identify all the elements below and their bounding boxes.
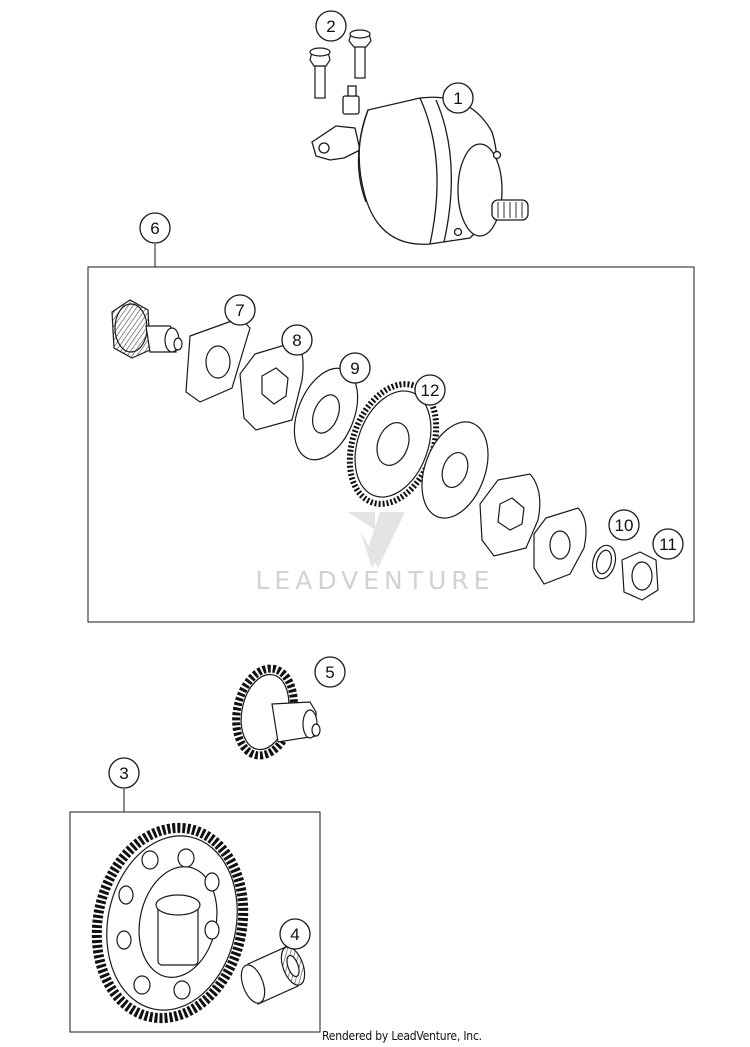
- svg-text:9: 9: [350, 359, 359, 378]
- part-7-washer: [185, 317, 251, 403]
- svg-text:11: 11: [659, 535, 677, 554]
- watermark-text: LEADVENTURE: [256, 566, 495, 595]
- callout-7: 7: [224, 294, 256, 326]
- motor-mounting-bracket: [311, 125, 361, 161]
- callout-4: 4: [279, 918, 311, 950]
- callout-8: 8: [281, 324, 313, 356]
- kit-6-box: [87, 266, 695, 623]
- svg-text:5: 5: [325, 663, 334, 682]
- part-1-starter-motor: [311, 85, 529, 245]
- callout-9: 9: [339, 352, 371, 384]
- leadventure-watermark: LEADVENTURE: [256, 512, 495, 595]
- bolt-right: [348, 29, 372, 79]
- svg-text:8: 8: [292, 331, 301, 350]
- svg-text:10: 10: [615, 516, 634, 535]
- callout-2: 2: [315, 10, 347, 42]
- callout-1: 1: [442, 82, 474, 114]
- callout-12: 12: [414, 374, 446, 406]
- callout-6: 6: [139, 212, 171, 244]
- bolt-left: [309, 47, 331, 99]
- part-11-nut: [621, 551, 659, 601]
- svg-text:2: 2: [326, 17, 335, 36]
- part-12-gear: [346, 381, 440, 507]
- callout-11: 11: [652, 528, 684, 560]
- part-5-intermediate-gear: [232, 664, 321, 760]
- part-9-washer: [293, 367, 359, 461]
- drive-pinion-shaft: [111, 299, 183, 359]
- kit-6-washer-c: [533, 507, 587, 585]
- svg-text:1: 1: [453, 89, 462, 108]
- kit-6-washer-b: [479, 473, 541, 557]
- callout-3: 3: [108, 757, 140, 789]
- part-3-starter-gear: [91, 822, 249, 1024]
- callouts: 1 2 3 4 5 6 7 8: [108, 10, 684, 950]
- svg-text:3: 3: [119, 764, 128, 783]
- svg-text:4: 4: [290, 925, 299, 944]
- watermark-logo: [348, 512, 405, 568]
- part-10-circlip: [591, 544, 617, 580]
- starter-gear-holes: [116, 848, 220, 1000]
- footer-credit: Rendered by LeadVenture, Inc.: [322, 1029, 482, 1043]
- part-2-bolts: [309, 29, 372, 99]
- kit-6-washer-a: [421, 421, 489, 519]
- part-4-needle-bearing: [240, 945, 306, 1005]
- svg-text:6: 6: [150, 219, 159, 238]
- svg-text:12: 12: [421, 381, 440, 400]
- callout-10: 10: [608, 509, 640, 541]
- svg-text:7: 7: [235, 301, 244, 320]
- callout-5: 5: [314, 656, 346, 688]
- kit-3-box: [69, 811, 321, 1033]
